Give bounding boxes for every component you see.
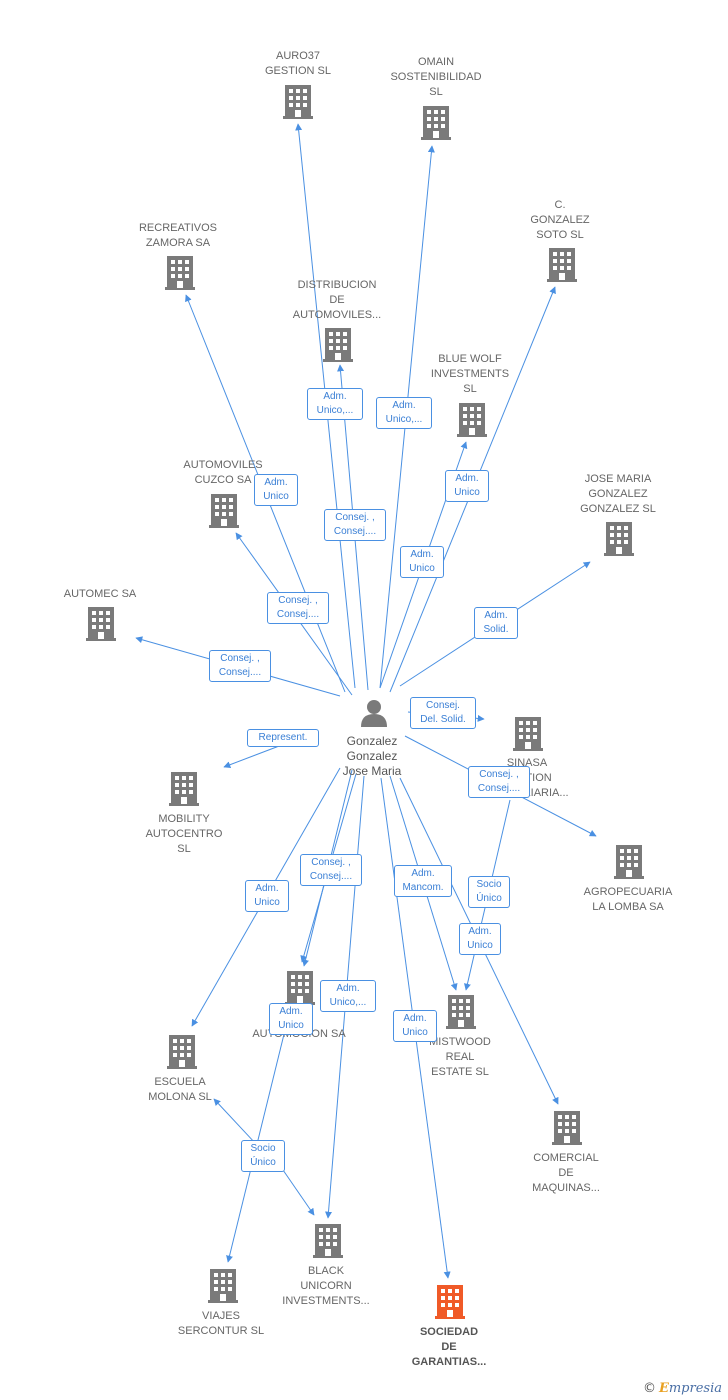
relation-label[interactable]: Adm. Unico,...: [376, 397, 432, 429]
relation-edge: [213, 1098, 257, 1145]
building-icon[interactable]: [457, 403, 487, 437]
company-label-mobility[interactable]: MOBILITY AUTOCENTRO SL: [145, 813, 223, 855]
relation-edge: [282, 1169, 315, 1216]
relation-label[interactable]: Adm. Unico: [254, 474, 298, 506]
company-label-blackunicorn[interactable]: BLACK UNICORN INVESTMENTS...: [282, 1265, 370, 1307]
building-icon[interactable]: [208, 1269, 238, 1303]
company-label-cuzco[interactable]: AUTOMOVILES CUZCO SA: [183, 459, 263, 486]
copyright-icon: ©: [642, 1381, 656, 1396]
building-icon[interactable]: [435, 1285, 465, 1319]
company-label-distribucion[interactable]: DISTRIBUCION DE AUTOMOVILES...: [292, 279, 382, 321]
building-icon[interactable]: [446, 995, 476, 1029]
building-icon[interactable]: [614, 845, 644, 879]
building-icon[interactable]: [285, 971, 315, 1005]
building-icon[interactable]: [86, 607, 116, 641]
company-label-cgonzalez[interactable]: C. GONZALEZ SOTO SL: [530, 199, 590, 241]
relation-label[interactable]: Consej. , Consej....: [300, 854, 362, 886]
relation-label[interactable]: Adm. Unico: [400, 546, 444, 578]
company-label-viajes[interactable]: VIAJES SERCONTUR SL: [177, 1310, 265, 1337]
building-icon[interactable]: [323, 328, 353, 362]
company-label-auro37[interactable]: AURO37 GESTION SL: [264, 50, 332, 77]
building-icon[interactable]: [552, 1111, 582, 1145]
relation-label[interactable]: Adm. Mancom.: [394, 865, 452, 897]
relation-label[interactable]: Adm. Unico: [393, 1010, 437, 1042]
company-label-automec[interactable]: AUTOMEC SA: [63, 588, 137, 600]
relation-label[interactable]: Adm. Solid.: [474, 607, 518, 639]
relation-label[interactable]: Consej. , Consej....: [468, 766, 530, 798]
relation-label[interactable]: Consej. , Consej....: [209, 650, 271, 682]
nodes-layer: [86, 85, 644, 1319]
relation-label[interactable]: Adm. Unico,...: [307, 388, 363, 420]
building-icon[interactable]: [209, 494, 239, 528]
footer-brand: ©Empresia: [643, 1381, 722, 1396]
person-name[interactable]: Gonzalez Gonzalez Jose Maria: [342, 734, 402, 778]
relation-label[interactable]: Adm. Unico: [459, 923, 501, 955]
building-icon[interactable]: [513, 717, 543, 751]
company-label-sociedad[interactable]: SOCIEDAD DE GARANTIAS...: [411, 1326, 487, 1368]
company-label-lomba[interactable]: AGROPECUARIA LA LOMBA SA: [583, 886, 673, 913]
brand-initial: E: [658, 1381, 669, 1396]
relation-label[interactable]: Consej. , Consej....: [324, 509, 386, 541]
relation-label[interactable]: Adm. Unico: [245, 880, 289, 912]
building-icon[interactable]: [167, 1035, 197, 1069]
brand-name: mpresia: [668, 1381, 722, 1396]
company-label-josemaria[interactable]: JOSE MARIA GONZALEZ GONZALEZ SL: [580, 473, 656, 515]
relation-label[interactable]: Socio Único: [468, 876, 510, 908]
company-label-molona[interactable]: ESCUELA MOLONA SL: [148, 1076, 212, 1103]
company-label-comercial[interactable]: COMERCIAL DE MAQUINAS...: [532, 1152, 600, 1194]
person-icon[interactable]: [361, 700, 387, 727]
building-icon[interactable]: [421, 106, 451, 140]
company-label-mistwood[interactable]: MISTWOOD REAL ESTATE SL: [429, 1036, 491, 1078]
relation-label[interactable]: Socio Único: [241, 1140, 285, 1172]
building-icon[interactable]: [165, 256, 195, 290]
relation-label[interactable]: Adm. Unico,...: [320, 980, 376, 1012]
building-icon[interactable]: [169, 772, 199, 806]
relation-label[interactable]: Adm. Unico: [269, 1003, 313, 1035]
relation-label[interactable]: Consej. Del. Solid.: [410, 697, 476, 729]
relation-label[interactable]: Consej. , Consej....: [267, 592, 329, 624]
company-label-bluewolf[interactable]: BLUE WOLF INVESTMENTS SL: [430, 353, 510, 395]
relation-label[interactable]: Adm. Unico: [445, 470, 489, 502]
building-icon[interactable]: [283, 85, 313, 119]
relation-label[interactable]: Represent.: [247, 729, 319, 747]
building-icon[interactable]: [547, 248, 577, 282]
company-label-omain[interactable]: OMAIN SOSTENIBILIDAD SL: [390, 56, 482, 98]
building-icon[interactable]: [604, 522, 634, 556]
company-label-recreativos[interactable]: RECREATIVOS ZAMORA SA: [138, 222, 218, 249]
building-icon[interactable]: [313, 1224, 343, 1258]
